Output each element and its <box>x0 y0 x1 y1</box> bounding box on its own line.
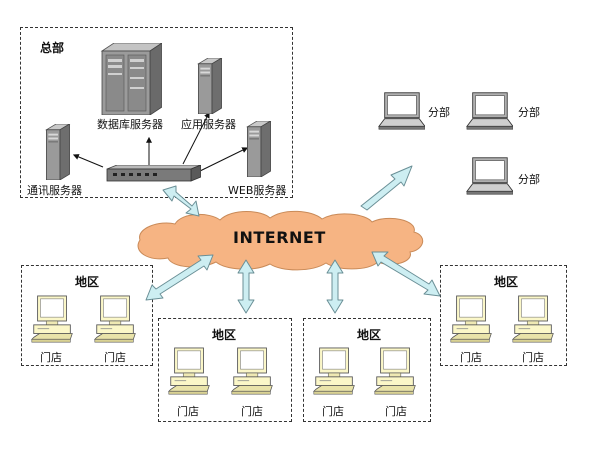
store-label: 门店 <box>385 405 407 418</box>
block-arrows <box>145 165 441 314</box>
desktop-pc-icon <box>94 295 138 347</box>
app-server-icon <box>194 58 224 114</box>
desktop-pc-icon <box>374 347 418 399</box>
database-server-icon <box>100 43 162 115</box>
store-label: 门店 <box>40 351 62 364</box>
arrow-internet-region4 <box>371 251 441 297</box>
region-title: 地区 <box>494 275 519 289</box>
arrow-internet-region2 <box>237 259 255 314</box>
arrow-internet-branch <box>360 165 413 211</box>
branch-label: 分部 <box>518 173 540 186</box>
laptop-icon <box>465 91 513 131</box>
laptop-icon <box>377 91 425 131</box>
region-box <box>158 318 292 422</box>
internet-label: INTERNET <box>233 228 326 247</box>
region-title: 地区 <box>357 328 382 342</box>
desktop-pc-icon <box>450 295 494 347</box>
store-label: 门店 <box>104 351 126 364</box>
arrow-hq-internet <box>162 185 200 217</box>
branch-label: 分部 <box>518 106 540 119</box>
db-server-label: 数据库服务器 <box>97 118 163 131</box>
switch-icon <box>101 165 201 185</box>
app-server-label: 应用服务器 <box>181 118 236 131</box>
region-title: 地区 <box>75 275 100 289</box>
comm-server-icon <box>42 124 72 180</box>
desktop-pc-icon <box>313 347 357 399</box>
arrow-internet-region3 <box>326 259 344 314</box>
region-title: 地区 <box>212 328 237 342</box>
laptop-icon <box>465 156 513 196</box>
store-label: 门店 <box>177 405 199 418</box>
store-label: 门店 <box>241 405 263 418</box>
hq-connections <box>72 111 249 172</box>
web-server-icon <box>243 121 273 177</box>
desktop-pc-icon <box>31 295 75 347</box>
store-label: 门店 <box>460 351 482 364</box>
branch-label: 分部 <box>428 106 450 119</box>
desktop-pc-icon <box>168 347 212 399</box>
desktop-pc-icon <box>512 295 556 347</box>
store-label: 门店 <box>522 351 544 364</box>
desktop-pc-icon <box>231 347 275 399</box>
hq-title: 总部 <box>40 41 65 55</box>
arrow-internet-region1 <box>145 254 214 301</box>
web-server-label: WEB服务器 <box>228 184 287 197</box>
comm-server-label: 通讯服务器 <box>27 184 82 197</box>
store-label: 门店 <box>322 405 344 418</box>
